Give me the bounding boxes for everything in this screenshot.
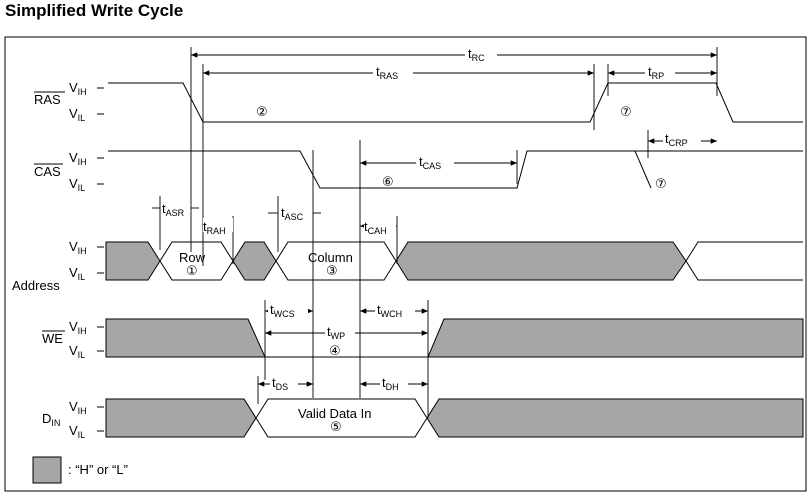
marker-7a: ⑦	[620, 104, 632, 119]
timing-twp: tWP	[265, 324, 428, 341]
marker-7b: ⑦	[655, 176, 667, 191]
svg-text:VIL: VIL	[69, 343, 85, 360]
svg-text:VIL: VIL	[69, 265, 85, 282]
svg-text:tRAS: tRAS	[376, 64, 398, 81]
svg-text:VIL: VIL	[69, 176, 85, 193]
svg-text:tRC: tRC	[468, 46, 485, 63]
ras-signal: RAS VIH VIL ② ⑦	[34, 80, 803, 123]
din-label: DIN	[42, 411, 60, 428]
timing-tdh: tDH	[360, 375, 428, 392]
svg-text:tRAH: tRAH	[203, 219, 226, 236]
ras-waveform	[108, 82, 803, 123]
cas-waveform	[108, 150, 803, 189]
address-dont-care-1	[105, 241, 161, 281]
we-label: WE	[42, 331, 63, 346]
svg-text:tCAS: tCAS	[419, 154, 441, 171]
cas-signal: CAS VIH VIL ⑥ ⑦	[34, 150, 803, 193]
svg-text:VIH: VIH	[69, 150, 87, 167]
column-label: Column	[308, 250, 353, 265]
timing-twch: tWCH	[360, 302, 428, 319]
address-dont-care-3	[395, 241, 687, 281]
din-signal: DIN VIH VIL Valid Data In ⑤	[42, 398, 804, 440]
svg-text:tDH: tDH	[382, 375, 399, 392]
row-label: Row	[179, 250, 206, 265]
timing-tasc: tASC	[268, 205, 321, 222]
timing-trah: tRAH	[203, 218, 233, 236]
svg-text:tDS: tDS	[272, 375, 288, 392]
address-trailing-low	[685, 260, 803, 281]
din-vih-label: VIH	[69, 399, 104, 416]
marker-5: ⑤	[330, 419, 342, 434]
svg-text:VIL: VIL	[69, 423, 85, 440]
cas-vil-label: VIL	[69, 176, 104, 193]
marker-6: ⑥	[382, 174, 394, 189]
ras-label: RAS	[34, 92, 61, 107]
svg-text:tCRP: tCRP	[665, 131, 688, 148]
timing-tcas: tCAS	[360, 154, 517, 171]
diagram-frame	[4, 36, 807, 492]
we-vih-label: VIH	[69, 319, 104, 336]
timing-tasr: tASR	[152, 201, 199, 218]
svg-text:tWCS: tWCS	[270, 302, 295, 319]
timing-tras: tRAS	[203, 64, 594, 81]
timing-trp: tRP	[608, 64, 717, 81]
ras-vih-label: VIH	[69, 80, 104, 97]
svg-text:tASR: tASR	[162, 201, 185, 218]
svg-text:VIH: VIH	[69, 399, 87, 416]
address-column-valid	[275, 241, 397, 281]
legend-text: : “H” or “L”	[68, 462, 128, 477]
address-vih-label: VIH	[69, 239, 104, 256]
address-trailing	[685, 241, 803, 262]
address-signal: Address VIH VIL Row ① Column ③	[12, 239, 803, 293]
marker-1: ①	[186, 263, 198, 278]
we-dont-care-2	[427, 318, 804, 358]
svg-text:tCAH: tCAH	[364, 219, 387, 236]
address-label: Address	[12, 278, 60, 293]
svg-text:tWCH: tWCH	[377, 302, 402, 319]
din-vil-label: VIL	[69, 423, 104, 440]
svg-text:tRP: tRP	[648, 64, 664, 81]
we-vil-label: VIL	[69, 343, 104, 360]
we-signal: WE VIH VIL ④	[42, 318, 804, 360]
cas-label: CAS	[34, 164, 61, 179]
we-dont-care-1	[105, 318, 266, 358]
valid-data-label: Valid Data In	[298, 406, 371, 421]
cas-vih-label: VIH	[69, 150, 104, 167]
timing-tds: tDS	[258, 375, 313, 392]
timing-tcrp: tCRP	[648, 131, 717, 148]
page-title: Simplified Write Cycle	[5, 1, 184, 20]
svg-text:VIL: VIL	[69, 106, 85, 123]
din-dont-care-2	[426, 398, 804, 438]
ras-vil-label: VIL	[69, 106, 104, 123]
cas-waveform-second-fall	[527, 150, 652, 189]
marker-4: ④	[329, 343, 341, 358]
svg-text:VIH: VIH	[69, 319, 87, 336]
svg-text:tASC: tASC	[281, 205, 304, 222]
reference-lines	[159, 47, 718, 418]
marker-2: ②	[256, 104, 268, 119]
timing-trc: tRC	[191, 46, 717, 63]
svg-text:VIH: VIH	[69, 239, 87, 256]
legend-swatch	[32, 456, 62, 484]
timing-tcah: tCAH	[360, 218, 397, 236]
address-vil-label: VIL	[69, 265, 104, 282]
timing-twcs: tWCS	[265, 302, 313, 319]
marker-3: ③	[326, 263, 338, 278]
din-dont-care-1	[105, 398, 257, 438]
svg-text:VIH: VIH	[69, 80, 87, 97]
legend: : “H” or “L”	[32, 456, 128, 484]
svg-text:tWP: tWP	[327, 324, 345, 341]
address-dont-care-2	[232, 241, 277, 281]
